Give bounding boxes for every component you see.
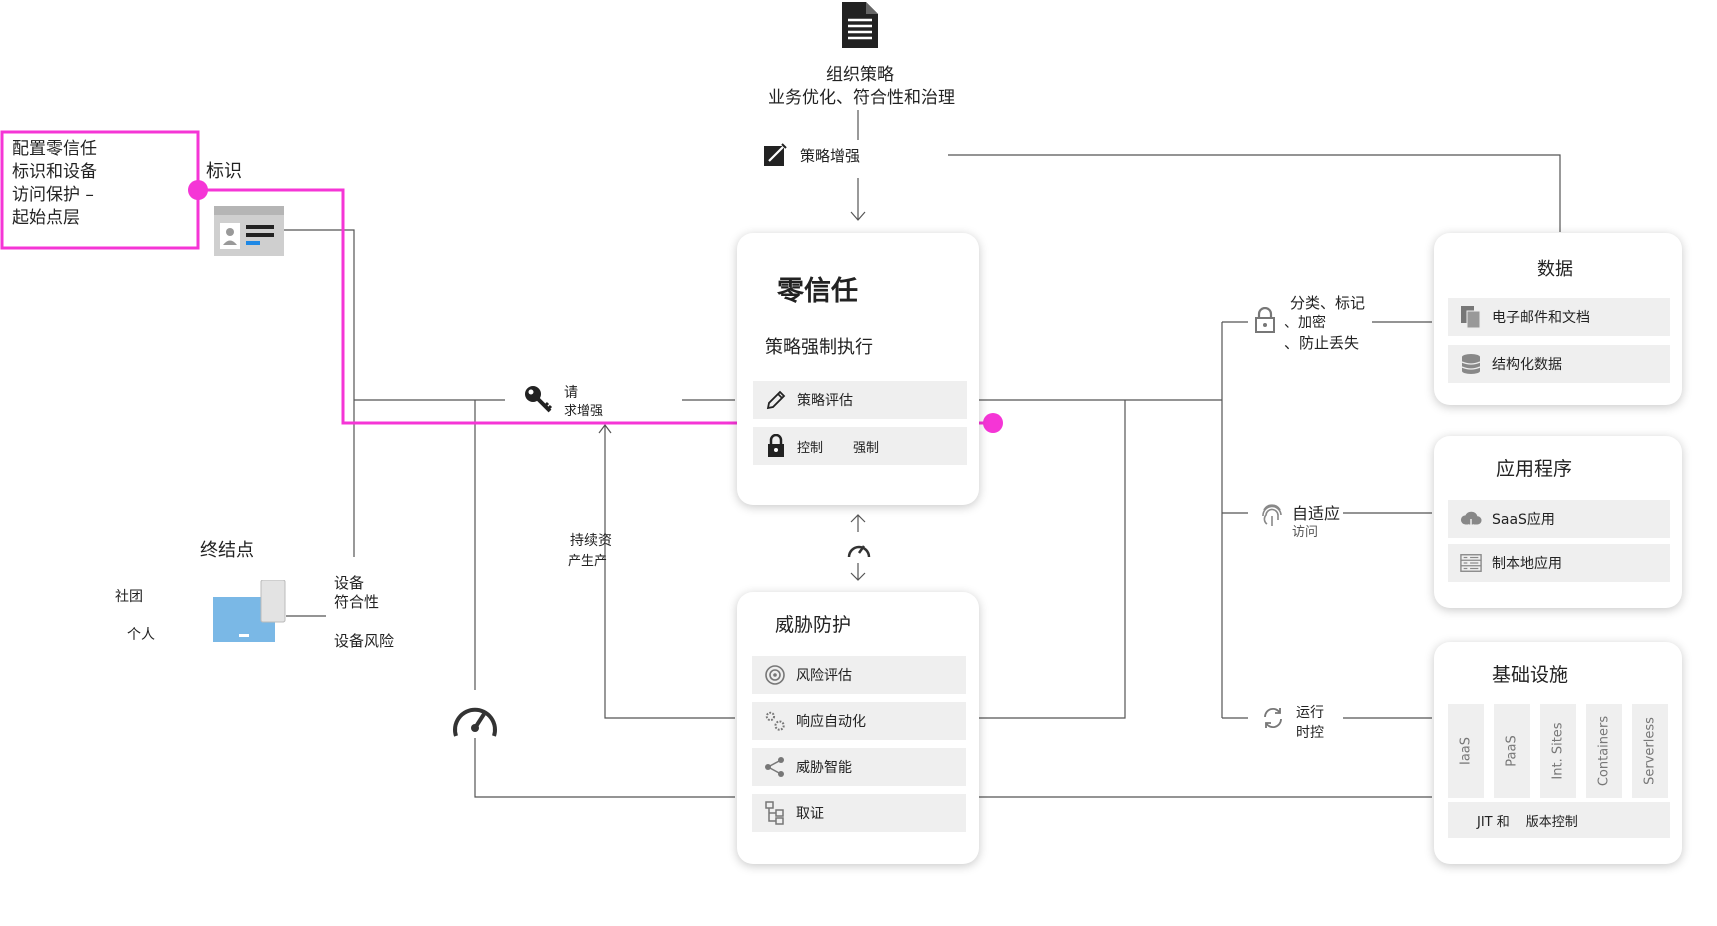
runtime-line1: 运行 — [1296, 705, 1324, 721]
request-line1: 请 — [564, 385, 578, 401]
lock-icon — [765, 434, 787, 457]
jit-version-control-row[interactable]: JIT 和 版本控制 — [1448, 802, 1670, 838]
endpoint-title: 终结点 — [200, 540, 254, 561]
forensics-row[interactable]: 取证 — [752, 794, 966, 832]
refresh-icon — [1262, 707, 1284, 729]
infrastructure-card: 基础设施 IaaS PaaS Int. Sites Containers Ser… — [1434, 642, 1682, 864]
devices-icon — [213, 579, 287, 642]
target-icon — [764, 664, 786, 686]
data-title: 数据 — [1537, 259, 1573, 280]
version-control-label: 版本控制 — [1525, 814, 1578, 830]
device-risk-label: 设备风险 — [334, 632, 395, 650]
infrastructure-title: 基础设施 — [1492, 664, 1569, 686]
adaptive-line1: 自适应 — [1292, 504, 1341, 523]
edit-icon — [763, 143, 787, 167]
zero-trust-title: 零信任 — [777, 276, 858, 307]
classify-line2: 、加密 — [1284, 315, 1326, 331]
threat-title: 威胁防护 — [775, 614, 852, 636]
jit-label: JIT 和 — [1477, 814, 1510, 830]
cloud-icon — [1460, 508, 1482, 530]
gears-icon — [764, 710, 786, 732]
response-automation-label: 响应自动化 — [796, 714, 866, 730]
risk-assessment-row[interactable]: 风险评估 — [752, 656, 966, 694]
id-card-icon — [214, 206, 284, 256]
corporate-label: 社团 — [115, 589, 143, 605]
identity-label: 标识 — [206, 161, 242, 182]
onprem-apps-row[interactable]: 制本地应用 — [1448, 544, 1670, 582]
document-icon — [842, 2, 878, 48]
continuous-line1: 持续资 — [570, 533, 612, 549]
control-label: 控制 — [797, 440, 824, 456]
classify-line3: 、防止丢失 — [1284, 334, 1360, 352]
threat-protection-card: 威胁防护 风险评估 响应自动化 威胁智能 取证 — [737, 592, 979, 864]
saas-apps-row[interactable]: SaaS应用 — [1448, 500, 1670, 538]
fingerprint-icon — [1260, 502, 1284, 528]
documents-icon — [1460, 306, 1482, 329]
structured-data-label: 结构化数据 — [1492, 357, 1562, 373]
zero-trust-subtitle: 策略强制执行 — [765, 337, 873, 358]
threat-intelligence-row[interactable]: 威胁智能 — [752, 748, 966, 786]
containers-column[interactable]: Containers — [1586, 704, 1622, 798]
apps-title: 应用程序 — [1496, 458, 1573, 480]
enforcement-row[interactable]: 控制 强制 — [753, 427, 967, 465]
org-policy-title: 组织策略 — [826, 65, 894, 85]
onprem-apps-label: 制本地应用 — [1492, 556, 1562, 572]
forensics-label: 取证 — [796, 806, 824, 822]
callout-text: 配置零信任 标识和设备 访问保护 – 起始点层 — [12, 139, 97, 228]
small-gauge-icon — [846, 537, 872, 559]
adaptive-line2: 访问 — [1292, 525, 1319, 540]
threat-intelligence-label: 威胁智能 — [796, 760, 852, 776]
runtime-line2: 时控 — [1296, 725, 1324, 741]
structured-data-row[interactable]: 结构化数据 — [1448, 345, 1670, 383]
serverless-column[interactable]: Serverless — [1632, 704, 1668, 798]
compliance-line2: 符合性 — [334, 593, 380, 611]
paas-column[interactable]: PaaS — [1494, 704, 1530, 798]
email-documents-label: 电子邮件和文档 — [1492, 310, 1590, 326]
personal-label: 个人 — [127, 627, 155, 643]
request-line2: 求增强 — [564, 404, 604, 419]
server-list-icon — [1460, 552, 1482, 574]
policy-optimization-label: 策略增强 — [800, 147, 861, 165]
email-documents-row[interactable]: 电子邮件和文档 — [1448, 298, 1670, 336]
risk-assessment-label: 风险评估 — [796, 668, 852, 684]
classify-line1: 分类、标记 — [1290, 294, 1366, 312]
compliance-line1: 设备 — [334, 574, 365, 592]
policy-evaluation-row[interactable]: 策略评估 — [753, 381, 967, 419]
response-automation-row[interactable]: 响应自动化 — [752, 702, 966, 740]
apps-card: 应用程序 SaaS应用 制本地应用 — [1434, 436, 1682, 608]
zero-trust-card: 零信任 策略强制执行 策略评估 控制 强制 — [737, 233, 979, 505]
org-policy-subtitle: 业务优化、符合性和治理 — [768, 88, 955, 108]
saas-apps-label: SaaS应用 — [1492, 512, 1555, 528]
tree-icon — [764, 801, 786, 825]
data-card: 数据 电子邮件和文档 结构化数据 — [1434, 233, 1682, 405]
share-icon — [764, 756, 786, 778]
gauge-icon — [450, 700, 500, 738]
iaas-column[interactable]: IaaS — [1448, 704, 1484, 798]
int-sites-column[interactable]: Int. Sites — [1540, 704, 1576, 798]
pencil-icon — [765, 389, 787, 411]
continuous-line2: 产生产 — [568, 554, 608, 569]
policy-evaluation-label: 策略评估 — [797, 393, 853, 409]
database-icon — [1460, 353, 1482, 375]
padlock-icon — [1254, 306, 1276, 333]
key-icon — [524, 385, 554, 415]
enforcement-label: 强制 — [853, 440, 880, 456]
